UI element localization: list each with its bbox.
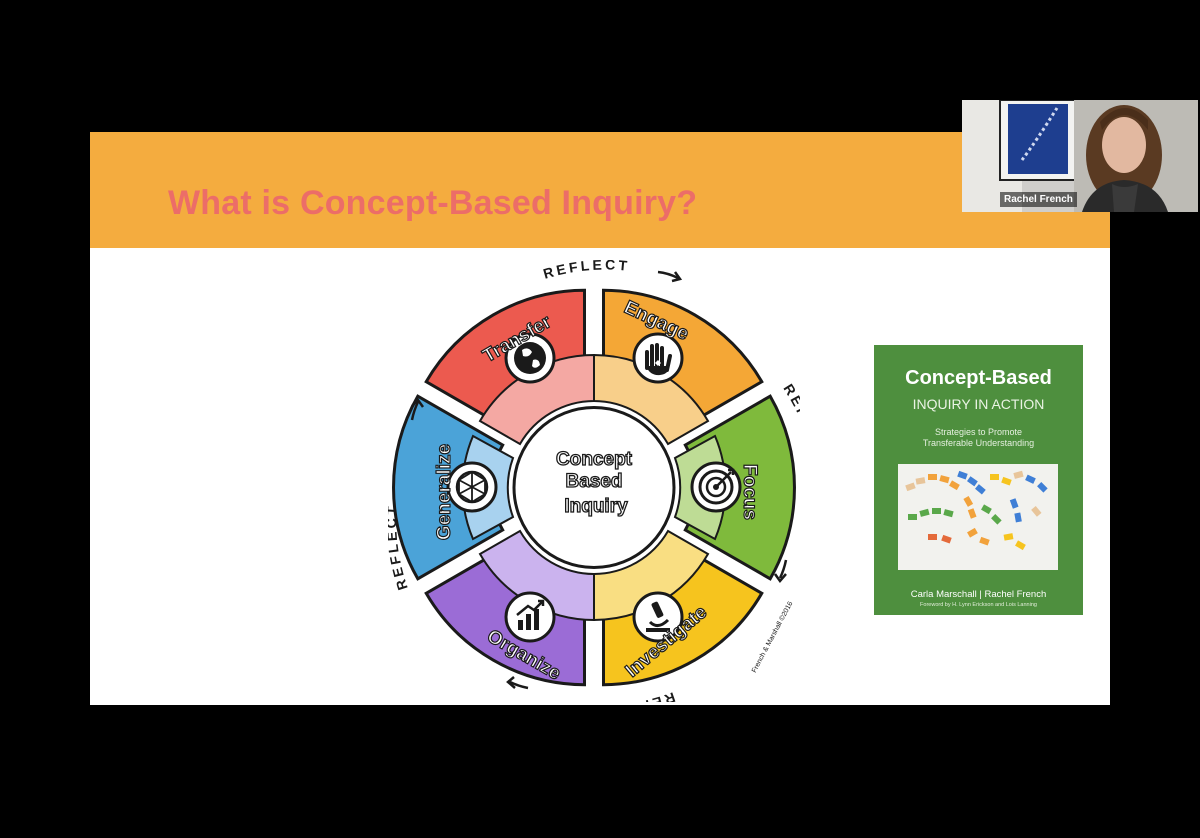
book-tagline-1: Strategies to Promote bbox=[934, 427, 1023, 437]
book-subtitle: INQUIRY IN ACTION bbox=[912, 396, 1045, 412]
bar-chart-icon bbox=[504, 591, 556, 643]
reflect-label-bottom: REFLECT bbox=[589, 689, 677, 702]
arrow-right bbox=[778, 559, 788, 579]
arrow-left bbox=[410, 401, 420, 421]
inquiry-cycle-diagram: Concept Based Inquiry bbox=[388, 260, 800, 702]
participant-video-tile[interactable]: Rachel French bbox=[962, 100, 1198, 212]
participant-video-feed bbox=[962, 100, 1198, 212]
microscope-icon bbox=[632, 591, 684, 643]
arrow-top bbox=[657, 270, 679, 280]
book-tagline-2: Transferable Understanding bbox=[922, 438, 1035, 448]
book-cover: Concept-Based INQUIRY IN ACTION Strategi… bbox=[874, 345, 1083, 615]
globe-icon bbox=[504, 332, 556, 384]
target-icon bbox=[690, 461, 742, 513]
hand-heart-icon bbox=[632, 332, 684, 384]
phase-label-focus: Focus bbox=[739, 464, 760, 520]
center-label-concept: Concept bbox=[556, 449, 633, 470]
phase-label-generalize: Generalize bbox=[434, 444, 455, 540]
book-title: Concept-Based bbox=[905, 367, 1052, 389]
book-cover-photo bbox=[898, 464, 1058, 570]
center-label-inquiry: Inquiry bbox=[564, 496, 628, 517]
network-sphere-icon bbox=[446, 461, 498, 513]
book-foreword: Foreword by H. Lynn Erickson and Lois La… bbox=[920, 602, 1037, 608]
participant-name-label: Rachel French bbox=[1000, 192, 1077, 207]
center-label-based: Based bbox=[565, 471, 622, 492]
reflect-label-top: REFLECT bbox=[541, 260, 630, 282]
slide-title: What is Concept-Based Inquiry? bbox=[168, 184, 698, 222]
arrow-bottom bbox=[509, 680, 529, 690]
book-authors: Carla Marschall | Rachel French bbox=[910, 589, 1047, 600]
slide-header-bar bbox=[90, 132, 1110, 248]
presentation-slide: What is Concept-Based Inquiry? Concept B… bbox=[90, 132, 1110, 705]
copyright-text: French & Marshall ©2016 bbox=[750, 600, 794, 674]
wooden-blocks-illustration bbox=[905, 470, 1048, 551]
center-circle bbox=[512, 406, 676, 569]
